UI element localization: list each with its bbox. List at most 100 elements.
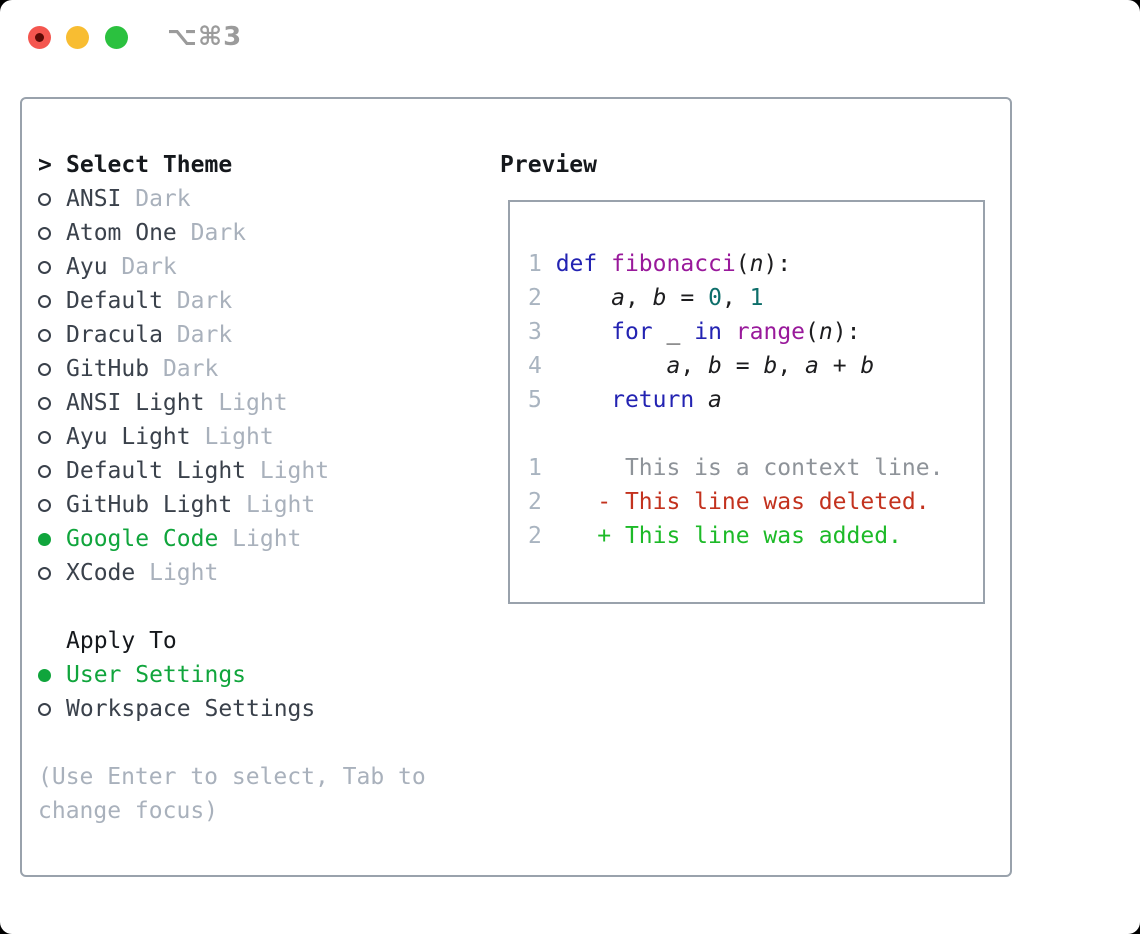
line-number: 2: [528, 523, 556, 549]
code-token: b: [652, 285, 667, 311]
select-theme-heading-row: > Select Theme: [38, 148, 488, 182]
radio-icon: [38, 566, 51, 580]
diff-preview-block: 1 This is a context line.2 - This line w…: [528, 451, 983, 553]
code-token: [556, 285, 611, 311]
line-number: 2: [528, 285, 556, 311]
code-token: a: [708, 387, 722, 413]
radio-icon: [38, 192, 51, 206]
theme-variant: Dark: [135, 186, 191, 212]
code-token: 0: [708, 285, 722, 311]
code-line: 3 for _ in range(n):: [528, 315, 983, 349]
code-token: _: [666, 319, 681, 345]
code-line: 1 This is a context line.: [528, 451, 983, 485]
code-token: ,: [624, 285, 653, 311]
code-token: for: [611, 319, 653, 345]
theme-name: ANSI: [66, 186, 122, 212]
theme-variant: Light: [204, 424, 274, 450]
code-token: (: [735, 251, 750, 277]
radio-marker: [38, 498, 66, 512]
theme-variant: Light: [218, 390, 288, 416]
code-token: 1: [749, 285, 764, 311]
radio-icon: [38, 294, 51, 308]
code-token: b: [860, 353, 875, 379]
apply-to-option[interactable]: User Settings: [38, 658, 488, 692]
code-token: =: [666, 285, 709, 311]
theme-option[interactable]: Default Light Light: [38, 454, 488, 488]
line-number: 3: [528, 319, 556, 345]
code-line: 1 def fibonacci(n):: [528, 247, 983, 281]
theme-name: XCode: [66, 560, 136, 586]
theme-variant: Dark: [190, 220, 247, 246]
code-token: =: [721, 353, 764, 379]
code-line: 2 a, b = 0, 1: [528, 281, 983, 315]
theme-variant: Light: [232, 526, 302, 552]
code-token: ,: [777, 353, 806, 379]
code-token: [556, 319, 611, 345]
apply-to-label: User Settings: [66, 662, 247, 688]
code-token: [597, 251, 611, 277]
theme-name: Google Code: [66, 526, 219, 552]
theme-variant: Light: [259, 458, 330, 484]
code-token: b: [708, 353, 722, 379]
spacer: [38, 726, 488, 760]
apply-to-option[interactable]: Workspace Settings: [38, 692, 488, 726]
apply-to-label: Workspace Settings: [66, 696, 316, 722]
radio-marker: [38, 702, 66, 716]
spacer: [38, 590, 488, 624]
code-token: ):: [832, 319, 861, 345]
code-line: 2 + This line was added.: [528, 519, 983, 553]
theme-name: GitHub Light: [66, 492, 233, 518]
radio-marker: [38, 328, 66, 342]
radio-selected-icon: [38, 668, 51, 682]
preview-heading: Preview: [500, 152, 597, 178]
radio-marker: [38, 362, 66, 376]
theme-name: Default: [66, 288, 163, 314]
code-token: a: [666, 353, 681, 379]
theme-option[interactable]: ANSI Light Light: [38, 386, 488, 420]
line-number: 4: [528, 353, 556, 379]
radio-marker: [38, 226, 66, 240]
theme-option[interactable]: Google Code Light: [38, 522, 488, 556]
theme-variant: Dark: [162, 356, 219, 382]
code-token: n: [749, 251, 764, 277]
theme-name: Default Light: [66, 458, 247, 484]
radio-icon: [38, 498, 51, 512]
minimize-button[interactable]: [66, 26, 89, 49]
zoom-button[interactable]: [105, 26, 128, 49]
theme-variant: Dark: [176, 322, 233, 348]
radio-icon: [38, 362, 51, 376]
line-number: 2: [528, 489, 556, 515]
code-token: a: [611, 285, 625, 311]
radio-marker: [38, 566, 66, 580]
code-token: - This line was deleted.: [555, 489, 930, 515]
theme-name: Ayu: [66, 254, 108, 280]
theme-option[interactable]: GitHub Light Light: [38, 488, 488, 522]
code-token: b: [763, 353, 778, 379]
close-button[interactable]: [28, 26, 51, 49]
code-token: +: [818, 353, 861, 379]
line-number: 1: [528, 455, 556, 481]
theme-option[interactable]: ANSI Dark: [38, 182, 488, 216]
help-text-line: (Use Enter to select, Tab to: [38, 764, 426, 790]
theme-option[interactable]: Atom One Dark: [38, 216, 488, 250]
code-line: 5 return a: [528, 383, 983, 417]
code-line: 2 - This line was deleted.: [528, 485, 983, 519]
apply-to-heading-row: Apply To: [38, 624, 488, 658]
cursor-marker-icon: >: [38, 152, 52, 178]
code-token: [653, 319, 667, 345]
theme-name: Atom One: [66, 220, 177, 246]
theme-variant: Light: [246, 492, 316, 518]
theme-name: ANSI Light: [66, 390, 205, 416]
close-button-dot: [35, 33, 44, 42]
code-token: return: [611, 387, 695, 413]
